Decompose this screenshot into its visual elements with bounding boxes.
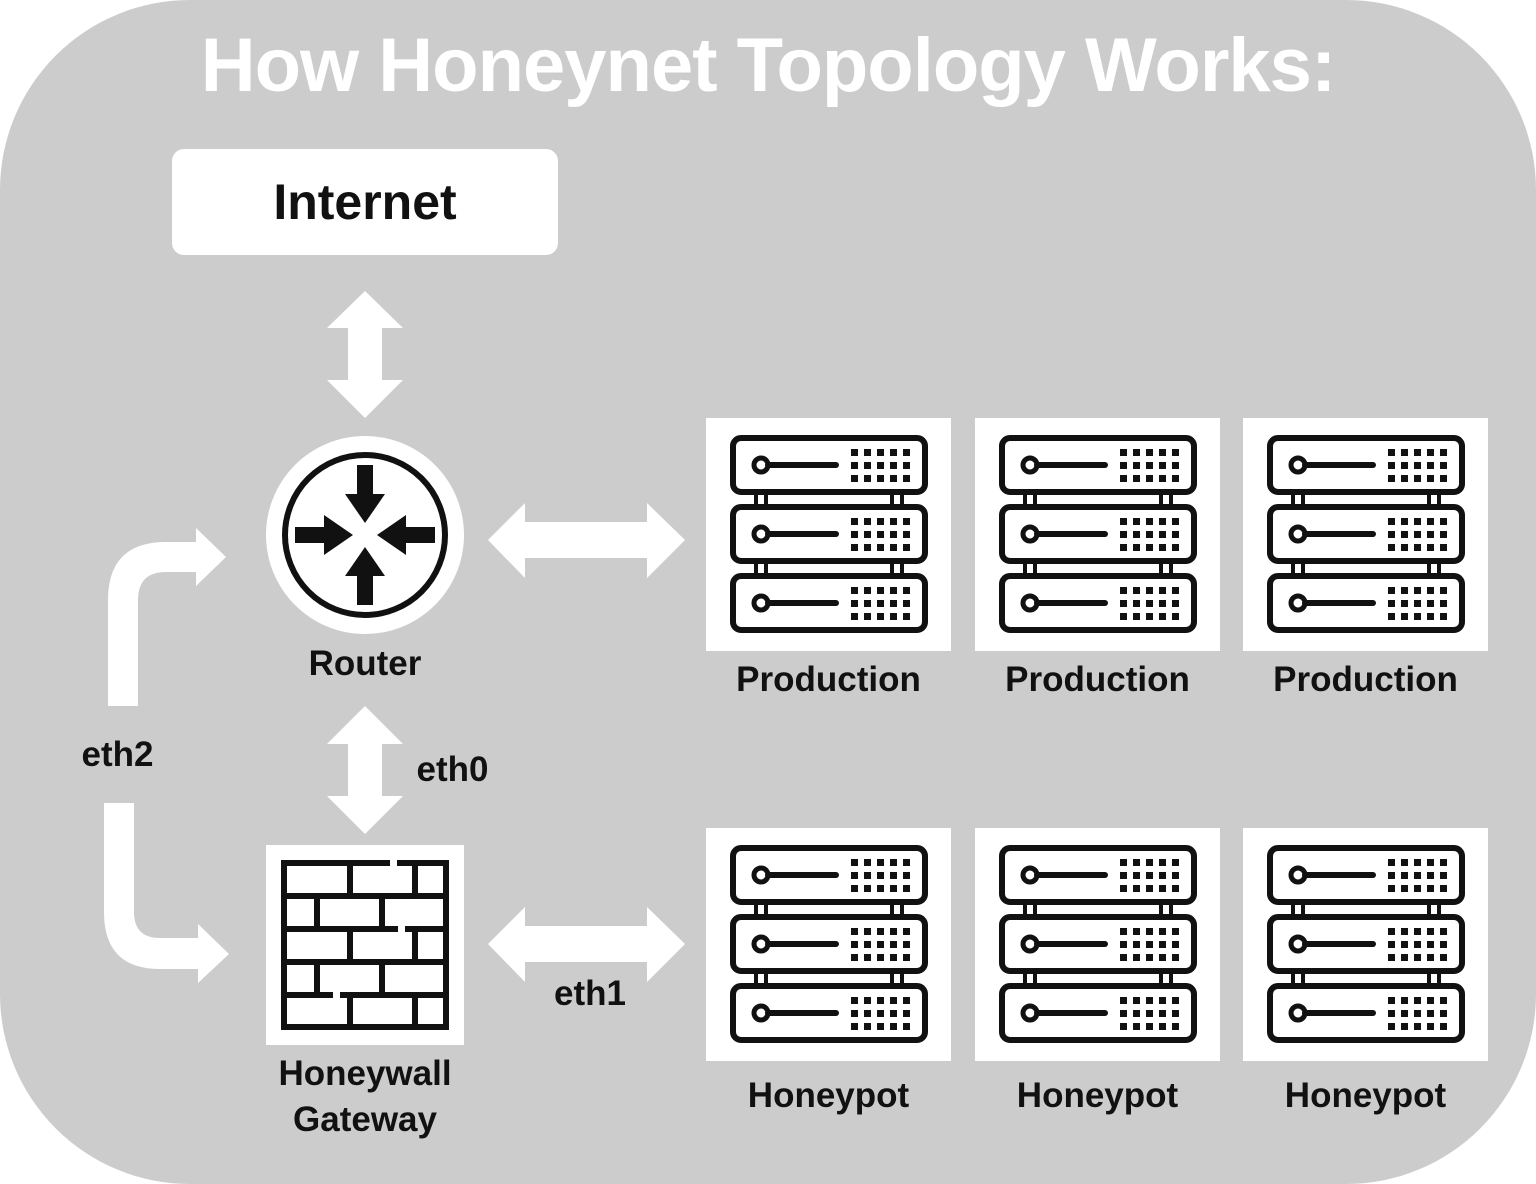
honeypot-server-tile bbox=[706, 828, 951, 1061]
honeywall-label-line1: Honeywall bbox=[278, 1054, 452, 1093]
router-icon bbox=[282, 452, 448, 618]
production-label: Production bbox=[1005, 660, 1190, 699]
router-label: Router bbox=[308, 644, 422, 683]
honeypot-label: Honeypot bbox=[747, 1076, 910, 1115]
router-honeywall-arrow bbox=[327, 706, 403, 834]
honeypot-server-tile bbox=[975, 828, 1220, 1061]
honeywall-tile bbox=[266, 845, 464, 1045]
production-label: Production bbox=[736, 660, 921, 699]
server-rack-icon bbox=[1267, 845, 1465, 1043]
honeypot-server-tile bbox=[1243, 828, 1488, 1061]
eth0-label: eth0 bbox=[416, 750, 489, 789]
production-server-tile bbox=[1243, 418, 1488, 651]
eth2-label: eth2 bbox=[81, 735, 154, 774]
eth1-label: eth1 bbox=[554, 974, 626, 1013]
server-rack-icon bbox=[730, 845, 928, 1043]
server-rack-icon bbox=[999, 845, 1197, 1043]
internet-node: Internet bbox=[172, 149, 558, 255]
server-rack-icon bbox=[1267, 435, 1465, 633]
production-server-tile bbox=[706, 418, 951, 651]
honeywall-label-line2: Gateway bbox=[293, 1100, 437, 1139]
production-label: Production bbox=[1273, 660, 1458, 699]
honeywall-honeypot-arrow bbox=[488, 907, 685, 982]
eth2-lower-arrow bbox=[104, 803, 229, 983]
server-rack-icon bbox=[999, 435, 1197, 633]
honeypot-label: Honeypot bbox=[1284, 1076, 1447, 1115]
server-rack-icon bbox=[730, 435, 928, 633]
internet-label: Internet bbox=[273, 174, 457, 230]
diagram-title: How Honeynet Topology Works: bbox=[200, 23, 1337, 108]
eth2-upper-arrow bbox=[108, 528, 226, 706]
router-production-arrow bbox=[488, 503, 685, 578]
honeypot-label: Honeypot bbox=[1016, 1076, 1179, 1115]
internet-router-arrow bbox=[327, 291, 403, 418]
production-server-tile bbox=[975, 418, 1220, 651]
